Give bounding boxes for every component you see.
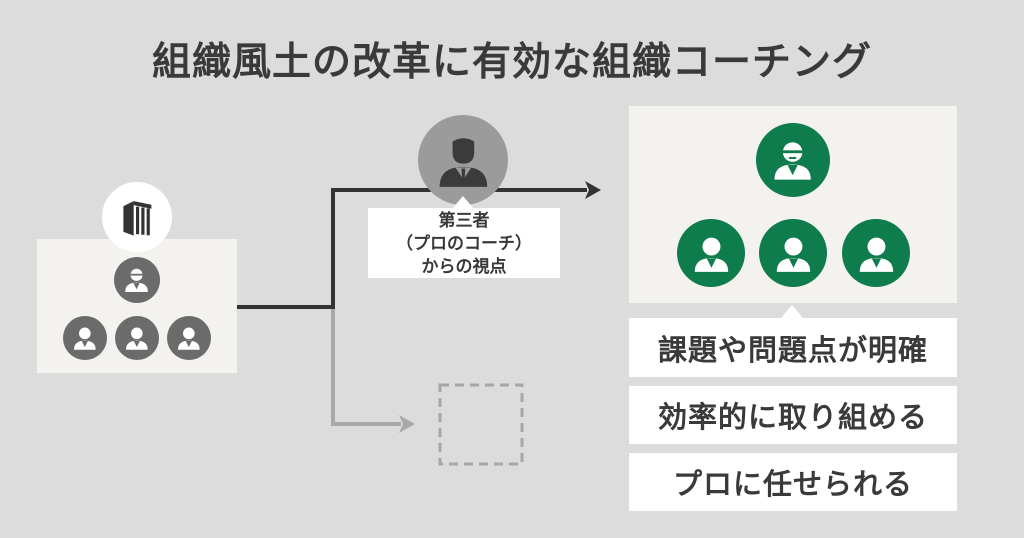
company-badge (102, 182, 172, 252)
building-icon (122, 200, 151, 236)
benefit-box: 効率的に取り組める (629, 386, 957, 444)
leader-person-icon (774, 142, 812, 180)
coach-person-icon (439, 137, 487, 187)
member-person-icon (74, 327, 96, 350)
member-person-icon (859, 237, 893, 272)
benefit-pointer (781, 305, 803, 318)
org-member-avatar (63, 316, 107, 360)
coach-label-pointer (452, 196, 474, 209)
team-leader-avatar (756, 123, 830, 197)
coach-label-line: （プロのコーチ） (396, 233, 532, 253)
benefit-box: プロに任せられる (629, 453, 957, 511)
gray-arrow-line (331, 309, 401, 426)
team-member-avatar (677, 219, 745, 287)
coach-label-line: 第三者 (438, 210, 490, 230)
empty-dashed-box (438, 383, 524, 466)
page-title: 組織風土の改革に有効な組織コーチング (151, 41, 872, 84)
team-member-avatar (842, 219, 910, 287)
org-member-avatar (115, 316, 159, 360)
black-arrowhead-icon (585, 181, 601, 199)
org-manager-avatar (114, 257, 160, 303)
member-person-icon (126, 327, 148, 350)
coach-avatar (418, 115, 508, 205)
coach-label-line: からの視点 (421, 256, 507, 276)
member-person-icon (776, 237, 810, 272)
manager-person-icon (125, 269, 149, 293)
team-member-avatar (759, 219, 827, 287)
member-person-icon (178, 327, 200, 350)
gray-arrowhead-icon (399, 415, 415, 433)
member-person-icon (694, 237, 728, 272)
benefit-box: 課題や問題点が明確 (629, 318, 957, 377)
org-member-avatar (167, 316, 211, 360)
coach-label: 第三者 （プロのコーチ） からの視点 (368, 208, 560, 278)
